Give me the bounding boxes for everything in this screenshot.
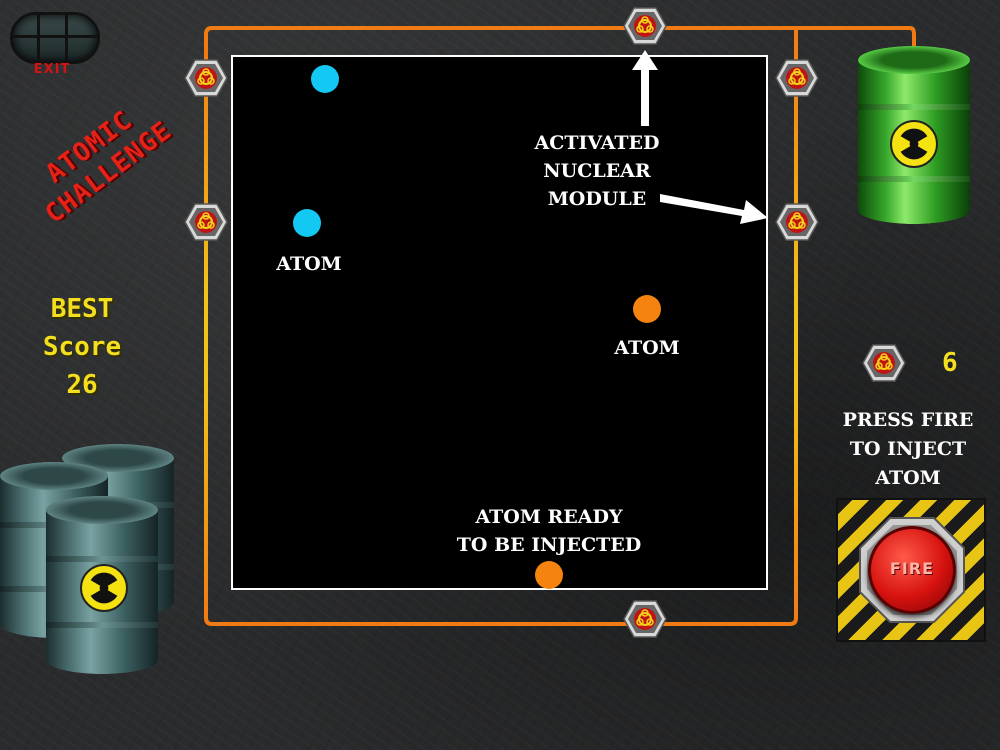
biohazard-icon xyxy=(775,59,819,97)
nuclear-module-left[interactable] xyxy=(184,202,228,242)
radiation-icon xyxy=(890,120,938,168)
hatch-icon xyxy=(10,12,100,64)
best-score-label-2: Score xyxy=(42,332,122,362)
nuclear-module-top[interactable] xyxy=(623,6,667,46)
best-score: BEST Score 26 xyxy=(22,290,142,404)
barrel-front xyxy=(46,496,158,674)
nuclear-module-bottom[interactable] xyxy=(623,599,667,639)
biohazard-icon xyxy=(184,203,228,241)
exit-button[interactable]: EXIT xyxy=(6,8,100,78)
green-barrel xyxy=(858,46,970,224)
module-annotation-line-3: MODULE xyxy=(547,188,647,210)
atom-ready xyxy=(535,561,563,589)
game-board[interactable]: ATOM ATOM ACTIVATED NUCLEAR MODULE ATOM … xyxy=(231,55,768,590)
module-annotation: ACTIVATED NUCLEAR MODULE xyxy=(517,129,677,213)
fire-instructions: PRESS FIRE TO INJECT ATOM xyxy=(830,406,986,493)
arrow-up-icon xyxy=(632,50,658,126)
radiation-icon xyxy=(80,564,128,612)
game-title: ATOMIC CHALLENGE xyxy=(0,71,202,248)
module-annotation-line-1: ACTIVATED xyxy=(534,132,660,154)
instructions-line-2: TO INJECT xyxy=(849,438,967,460)
ready-annotation: ATOM READY TO BE INJECTED xyxy=(429,503,669,559)
fire-panel: FIRE xyxy=(836,498,986,642)
module-annotation-line-2: NUCLEAR xyxy=(543,160,651,182)
atom-orange xyxy=(633,295,661,323)
instructions-line-3: ATOM xyxy=(875,467,941,489)
arrow-right-icon xyxy=(660,194,768,224)
modules-counter-value: 6 xyxy=(942,348,958,378)
biohazard-icon xyxy=(623,7,667,45)
nuclear-module-top-right[interactable] xyxy=(775,58,819,98)
nuclear-module-top-left[interactable] xyxy=(184,58,228,98)
fire-button-label: FIRE xyxy=(889,559,935,578)
best-score-value: 26 xyxy=(66,370,98,400)
best-score-label-1: BEST xyxy=(50,294,114,324)
atom-label: ATOM xyxy=(276,253,342,275)
biohazard-icon xyxy=(775,203,819,241)
ready-annotation-line-2: TO BE INJECTED xyxy=(456,534,642,556)
exit-label: EXIT xyxy=(33,62,71,77)
biohazard-icon xyxy=(623,600,667,638)
instructions-line-1: PRESS FIRE xyxy=(842,409,974,431)
fire-button[interactable]: FIRE xyxy=(868,526,956,614)
atom-blue xyxy=(293,209,321,237)
biohazard-icon xyxy=(184,59,228,97)
atom-blue xyxy=(311,65,339,93)
modules-counter: 6 xyxy=(862,343,972,383)
biohazard-icon xyxy=(862,343,906,383)
nuclear-module-right[interactable] xyxy=(775,202,819,242)
ready-annotation-line-1: ATOM READY xyxy=(475,506,623,528)
atom-label: ATOM xyxy=(614,337,680,359)
